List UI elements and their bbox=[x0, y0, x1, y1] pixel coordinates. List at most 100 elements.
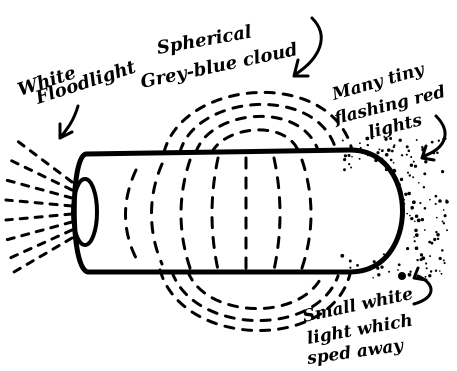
red-light-dot bbox=[442, 220, 444, 222]
red-light-dot bbox=[414, 165, 417, 168]
red-light-dot bbox=[380, 265, 383, 268]
red-light-dot bbox=[441, 273, 443, 275]
arrow-red-lights bbox=[424, 116, 445, 156]
floodlight-beams bbox=[6, 140, 72, 272]
red-light-dot bbox=[421, 218, 424, 221]
red-light-dot bbox=[406, 154, 408, 156]
red-light-dot bbox=[412, 176, 414, 178]
red-light-dot bbox=[385, 153, 389, 157]
red-light-dot bbox=[397, 181, 399, 183]
red-light-dot bbox=[349, 267, 351, 269]
red-light-dot bbox=[415, 233, 419, 237]
red-light-dot bbox=[376, 151, 379, 154]
red-light-dot bbox=[359, 142, 361, 144]
red-light-dot bbox=[411, 206, 413, 208]
red-light-dot bbox=[372, 277, 374, 279]
small-white-light bbox=[398, 272, 406, 280]
red-light-dot bbox=[367, 144, 369, 146]
red-light-dot bbox=[367, 154, 369, 156]
red-light-dot bbox=[414, 240, 416, 242]
red-light-dot bbox=[397, 269, 399, 271]
red-light-dot bbox=[423, 172, 426, 175]
red-light-dot bbox=[410, 164, 413, 167]
red-light-dot bbox=[343, 158, 346, 161]
red-light-dot bbox=[348, 154, 351, 157]
red-light-dot bbox=[404, 193, 407, 196]
red-light-dot bbox=[399, 183, 401, 185]
red-light-dot bbox=[413, 236, 415, 238]
red-light-dot bbox=[436, 233, 440, 237]
red-light-dot bbox=[436, 151, 439, 154]
red-light-dot bbox=[419, 202, 421, 204]
red-light-dot bbox=[407, 172, 409, 174]
red-light-dot bbox=[393, 169, 396, 172]
red-light-dot bbox=[438, 140, 440, 142]
red-light-dot bbox=[406, 145, 409, 148]
red-light-dot bbox=[418, 182, 420, 184]
red-light-dot bbox=[377, 273, 380, 276]
red-light-dot bbox=[406, 247, 409, 250]
red-light-dot bbox=[446, 229, 448, 231]
red-light-dot bbox=[423, 186, 425, 188]
red-light-dot bbox=[426, 267, 428, 269]
red-light-dot bbox=[443, 209, 445, 211]
red-light-dot bbox=[433, 238, 436, 241]
red-light-dot bbox=[342, 140, 344, 142]
red-light-dot bbox=[365, 137, 369, 141]
red-light-dot bbox=[409, 271, 411, 273]
red-light-dot bbox=[350, 167, 352, 169]
red-light-dot bbox=[412, 200, 416, 204]
red-light-dot bbox=[428, 274, 431, 277]
red-light-dot bbox=[382, 162, 385, 165]
red-light-dot bbox=[387, 254, 390, 257]
red-light-dot bbox=[417, 219, 421, 223]
red-light-dot bbox=[441, 249, 444, 252]
grey-blue-cloud bbox=[160, 92, 352, 330]
cloud-inside-dashes bbox=[126, 158, 312, 270]
red-lights-speckles bbox=[340, 137, 448, 279]
red-light-dot bbox=[359, 158, 361, 160]
red-light-dot bbox=[373, 264, 376, 267]
red-light-dot bbox=[399, 139, 402, 142]
red-light-dot bbox=[435, 231, 437, 233]
red-light-dot bbox=[395, 183, 397, 185]
red-light-dot bbox=[435, 195, 438, 198]
red-light-dot bbox=[429, 255, 431, 257]
red-light-dot bbox=[408, 150, 411, 153]
red-light-dot bbox=[430, 270, 432, 272]
red-light-dot bbox=[356, 264, 359, 267]
red-light-dot bbox=[374, 158, 378, 162]
red-light-dot bbox=[430, 242, 433, 245]
red-light-dot bbox=[385, 168, 388, 171]
red-light-dot bbox=[403, 199, 405, 201]
red-light-dot bbox=[437, 238, 439, 240]
red-light-dot bbox=[425, 262, 427, 264]
red-light-dot bbox=[420, 258, 423, 261]
red-light-dot bbox=[416, 139, 418, 141]
red-light-dot bbox=[349, 261, 351, 263]
red-light-dot bbox=[409, 215, 411, 217]
red-light-dot bbox=[344, 154, 347, 157]
red-light-dot bbox=[348, 163, 350, 165]
red-light-dot bbox=[431, 141, 434, 144]
red-light-dot bbox=[429, 199, 431, 201]
red-light-dot bbox=[414, 229, 418, 233]
red-light-dot bbox=[414, 220, 416, 222]
red-light-dot bbox=[351, 156, 353, 158]
red-light-dot bbox=[402, 219, 404, 221]
red-light-dot bbox=[401, 154, 403, 156]
red-light-dot bbox=[424, 229, 426, 231]
red-light-dot bbox=[378, 148, 380, 150]
red-light-dot bbox=[383, 253, 385, 255]
red-light-dot bbox=[445, 200, 449, 204]
red-light-dot bbox=[439, 257, 442, 260]
craft-body bbox=[74, 150, 402, 272]
red-light-dot bbox=[400, 178, 403, 181]
red-light-dot bbox=[415, 215, 418, 218]
red-light-dot bbox=[415, 246, 419, 250]
red-light-dot bbox=[351, 149, 353, 151]
red-light-dot bbox=[441, 170, 444, 173]
red-light-dot bbox=[340, 254, 344, 258]
red-light-dot bbox=[443, 259, 445, 261]
